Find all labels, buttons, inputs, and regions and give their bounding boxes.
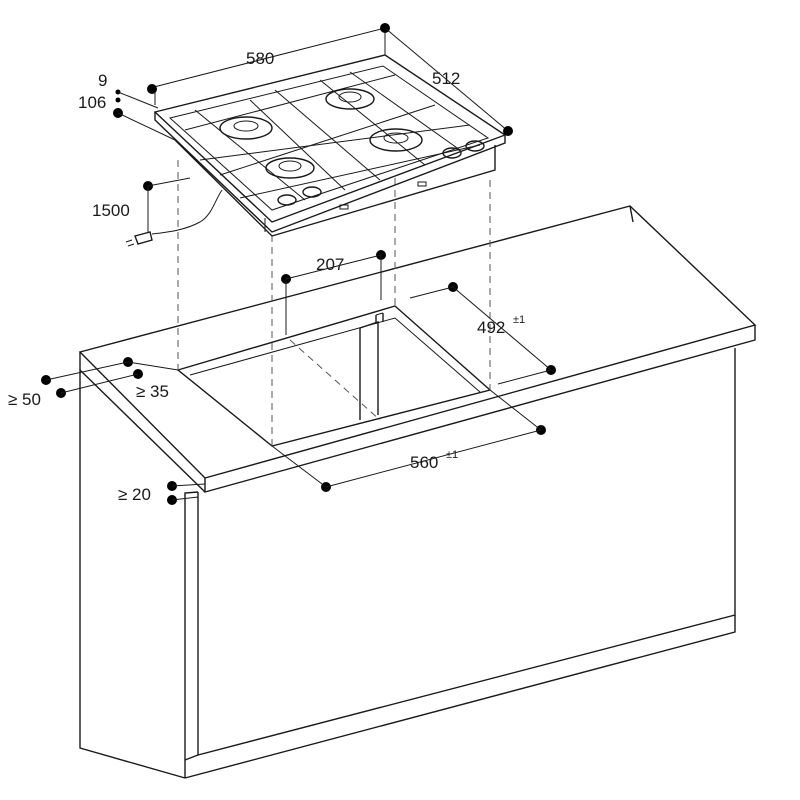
label-512: 512 [432,69,460,88]
pan-support-outline [168,65,490,211]
burner-back-right [325,88,375,110]
cabinet-front-edge [184,491,199,778]
dim-cable-length: 1500 [92,177,191,232]
cutout [176,305,492,447]
worktop-back-edge [79,205,634,370]
dim-hob-thickness: 9 106 [78,71,176,141]
worktop-left-edge [79,369,206,493]
cutout-outline [176,305,492,447]
gas-pipe-top [375,313,384,324]
worktop-surface [78,205,757,479]
dim-cutout-depth: 492 ±1 [409,282,556,385]
label-9: 9 [98,71,107,90]
control-knobs [277,140,485,206]
dim-cutout-width: 560 ±1 [271,389,546,492]
pan-support-mid-h [219,104,436,176]
hob-edge [154,112,506,233]
label-207: 207 [316,255,344,274]
label-580: 580 [246,49,274,68]
burner-back-left [219,116,273,140]
cutout-inner-back [189,317,481,393]
worktop-front-edge [204,325,756,493]
label-492-tolerance: ±1 [513,314,525,326]
label-min-35: ≥ 35 [136,382,169,401]
hob-body [174,139,496,237]
plug-icon [134,231,153,245]
label-106: 106 [78,93,106,112]
cabinet-left-side [79,370,186,779]
dim-hob-width: 580 [147,23,390,105]
label-560-tolerance: ±1 [446,449,458,461]
cabinet-plinth [184,615,736,779]
label-492: 492 [477,318,505,337]
gas-pipe [359,321,379,420]
projection-lines [177,160,491,446]
dim-hob-depth: 512 [384,27,513,136]
label-1500: 1500 [92,201,130,220]
dim-countertop: ≥ 20 [118,481,206,505]
pan-support-mid-v [274,89,381,181]
cabinet [78,205,757,779]
dim-back-distances: ≥ 50 ≥ 35 [8,357,179,409]
burner-front-left [265,157,315,179]
hob-label-plate [339,204,349,210]
label-min-20: ≥ 20 [118,485,151,504]
label-min-50: ≥ 50 [8,390,41,409]
burner-front-right [369,128,423,152]
power-cable [151,189,223,235]
dim-cutout-offset: 207 [281,250,386,335]
cabinet-front [197,348,736,756]
label-560: 560 [410,453,438,472]
